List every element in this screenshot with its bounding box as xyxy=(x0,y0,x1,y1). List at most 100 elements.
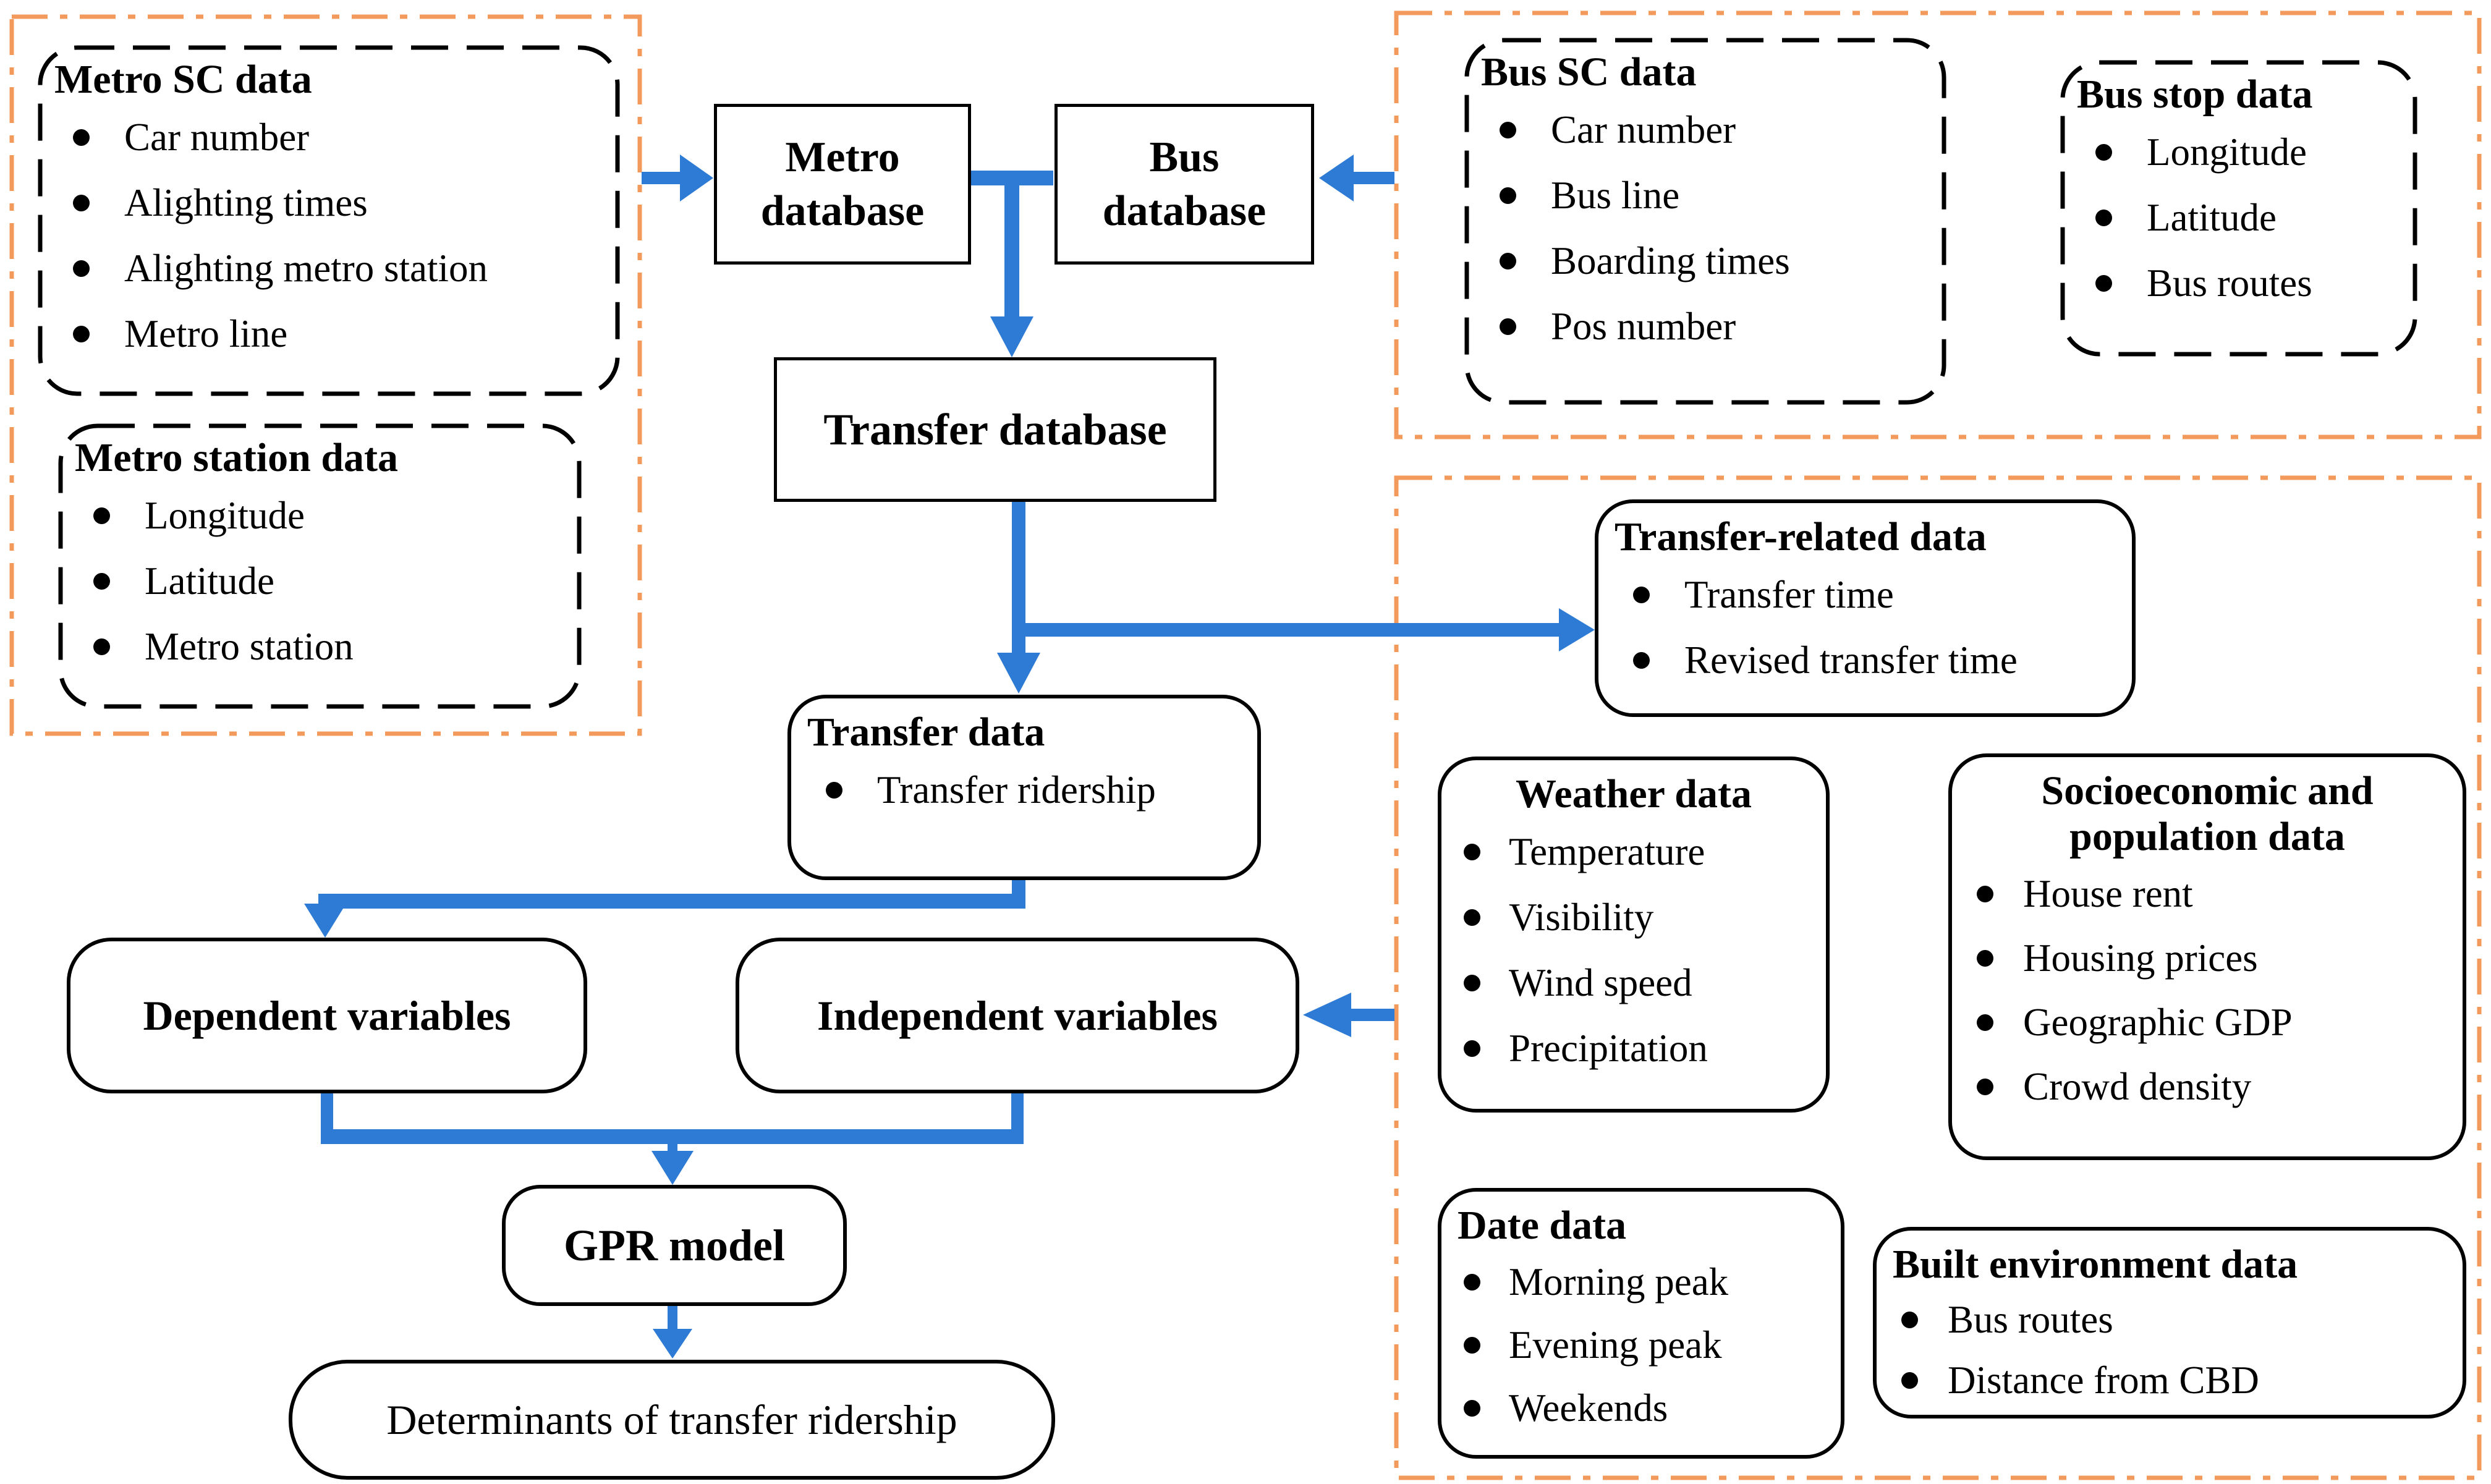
bullet-icon xyxy=(93,573,110,590)
metro-sc-data-box: Metro SC data Car number Alighting times… xyxy=(38,46,619,396)
bullet-icon xyxy=(73,129,90,146)
bullet-icon xyxy=(73,260,90,278)
list-item: Metro station xyxy=(59,614,581,680)
bullet-icon xyxy=(2095,144,2112,161)
list-item: Bus routes xyxy=(2061,251,2417,316)
bus-stop-data-box: Bus stop data Longitude Latitude Bus rou… xyxy=(2061,61,2417,356)
socioeconomic-data-title: Socioeconomic and population data xyxy=(1952,757,2463,862)
list-item: Alighting metro station xyxy=(38,236,619,302)
list-item: Longitude xyxy=(2061,120,2417,185)
list-item: House rent xyxy=(1952,862,2463,926)
metro-sc-data-border xyxy=(38,45,620,396)
arrowhead-gpr xyxy=(651,1151,694,1185)
metro-database-label: Metro database xyxy=(761,130,924,239)
independent-variables-box: Independent variables xyxy=(736,938,1299,1093)
bullet-icon xyxy=(2095,210,2112,227)
transfer-related-data-box: Transfer-related data Transfer time Revi… xyxy=(1595,499,2136,717)
list-item-label: Longitude xyxy=(2147,130,2307,174)
bus-sc-data-border xyxy=(1464,38,1946,405)
bullet-icon xyxy=(1500,253,1516,270)
list-item-label: House rent xyxy=(2023,872,2193,916)
list-item-label: Evening peak xyxy=(1509,1323,1722,1367)
metro-data-group-border xyxy=(9,14,642,736)
bullet-icon xyxy=(1464,1274,1480,1291)
list-item: Morning peak xyxy=(1441,1251,1841,1314)
list-item-label: Latitude xyxy=(145,559,274,603)
bus-stop-data-border xyxy=(2060,60,2417,357)
list-item: Car number xyxy=(38,105,619,171)
date-data-title: Date data xyxy=(1458,1203,1627,1248)
list-item: Wind speed xyxy=(1441,951,1826,1016)
bullet-icon xyxy=(1464,1400,1480,1417)
weather-data-title: Weather data xyxy=(1516,771,1752,816)
bullet-icon xyxy=(1901,1312,1918,1329)
list-item-label: Revised transfer time xyxy=(1684,638,2018,682)
list-item: Alighting times xyxy=(38,171,619,236)
list-item: Pos number xyxy=(1465,294,1946,360)
list-item: Housing prices xyxy=(1952,926,2463,991)
bullet-icon xyxy=(1500,122,1516,139)
list-item-label: Metro station xyxy=(145,625,354,669)
metro-sc-data-title: Metro SC data xyxy=(54,57,312,102)
arrowhead-dependent xyxy=(304,904,346,938)
bus-database-line1: Bus xyxy=(1149,133,1220,181)
metro-database-box: Metro database xyxy=(714,104,971,265)
metro-station-data-box: Metro station data Longitude Latitude Me… xyxy=(59,424,581,708)
arrowhead-metro-database xyxy=(680,155,713,201)
bus-sc-data-title: Bus SC data xyxy=(1481,49,1697,95)
list-item: Metro line xyxy=(38,302,619,367)
list-item-label: Geographic GDP xyxy=(2023,1001,2293,1045)
list-item: Geographic GDP xyxy=(1952,991,2463,1055)
list-item-label: Housing prices xyxy=(2023,936,2258,980)
bullet-icon xyxy=(826,782,842,799)
built-environment-data-title: Built environment data xyxy=(1893,1242,2298,1287)
bus-stop-data-title: Bus stop data xyxy=(2077,72,2313,117)
list-item: Bus line xyxy=(1465,163,1946,229)
arrowhead-transfer-data xyxy=(997,653,1040,693)
bullet-icon xyxy=(1633,652,1650,669)
list-item-label: Visibility xyxy=(1509,896,1654,939)
list-item-label: Morning peak xyxy=(1509,1260,1729,1304)
list-item-label: Temperature xyxy=(1509,830,1705,874)
variables-data-group-border xyxy=(1394,475,2482,1480)
bullet-icon xyxy=(1977,950,1993,967)
list-item: Car number xyxy=(1465,98,1946,163)
determinants-box: Determinants of transfer ridership xyxy=(289,1360,1055,1480)
arrowhead-bus-database xyxy=(1319,155,1354,201)
arrowhead-determinants xyxy=(653,1329,692,1359)
list-item-label: Weekends xyxy=(1509,1386,1668,1430)
list-item: Revised transfer time xyxy=(1598,628,2132,693)
bullet-icon xyxy=(1500,187,1516,205)
transfer-related-data-title: Transfer-related data xyxy=(1615,514,1987,559)
determinants-label: Determinants of transfer ridership xyxy=(386,1396,957,1443)
metro-database-line1: Metro xyxy=(785,133,900,181)
built-environment-data-box: Built environment data Bus routes Distan… xyxy=(1873,1227,2466,1418)
list-item: Distance from CBD xyxy=(1877,1350,2463,1411)
list-item: Latitude xyxy=(2061,185,2417,251)
transfer-data-box: Transfer data Transfer ridership xyxy=(787,695,1261,880)
bullet-icon xyxy=(1464,1337,1480,1354)
bullet-icon xyxy=(73,326,90,343)
bullet-icon xyxy=(1500,318,1516,336)
bus-sc-data-box: Bus SC data Car number Bus line Boarding… xyxy=(1465,38,1946,404)
socioeconomic-title-line2: population data xyxy=(2069,813,2345,859)
metro-database-line2: database xyxy=(760,187,925,235)
bullet-icon xyxy=(93,638,110,656)
independent-variables-label: Independent variables xyxy=(817,991,1218,1039)
date-data-box: Date data Morning peak Evening peak Week… xyxy=(1438,1188,1844,1459)
list-item: Temperature xyxy=(1441,820,1826,885)
bus-database-box: Bus database xyxy=(1055,104,1314,265)
arrowhead-independent xyxy=(1303,993,1351,1037)
bus-data-group-border xyxy=(1394,11,2482,439)
bullet-icon xyxy=(1464,844,1480,861)
list-item: Transfer ridership xyxy=(791,758,1257,823)
list-item-label: Distance from CBD xyxy=(1948,1359,2259,1402)
list-item-label: Alighting times xyxy=(124,181,368,225)
list-item-label: Bus routes xyxy=(1948,1298,2113,1342)
list-item: Evening peak xyxy=(1441,1314,1841,1377)
arrowhead-transfer-database xyxy=(990,316,1033,357)
list-item-label: Bus line xyxy=(1551,174,1680,218)
arrowhead-transfer-related xyxy=(1559,608,1595,651)
bullet-icon xyxy=(1464,975,1480,992)
